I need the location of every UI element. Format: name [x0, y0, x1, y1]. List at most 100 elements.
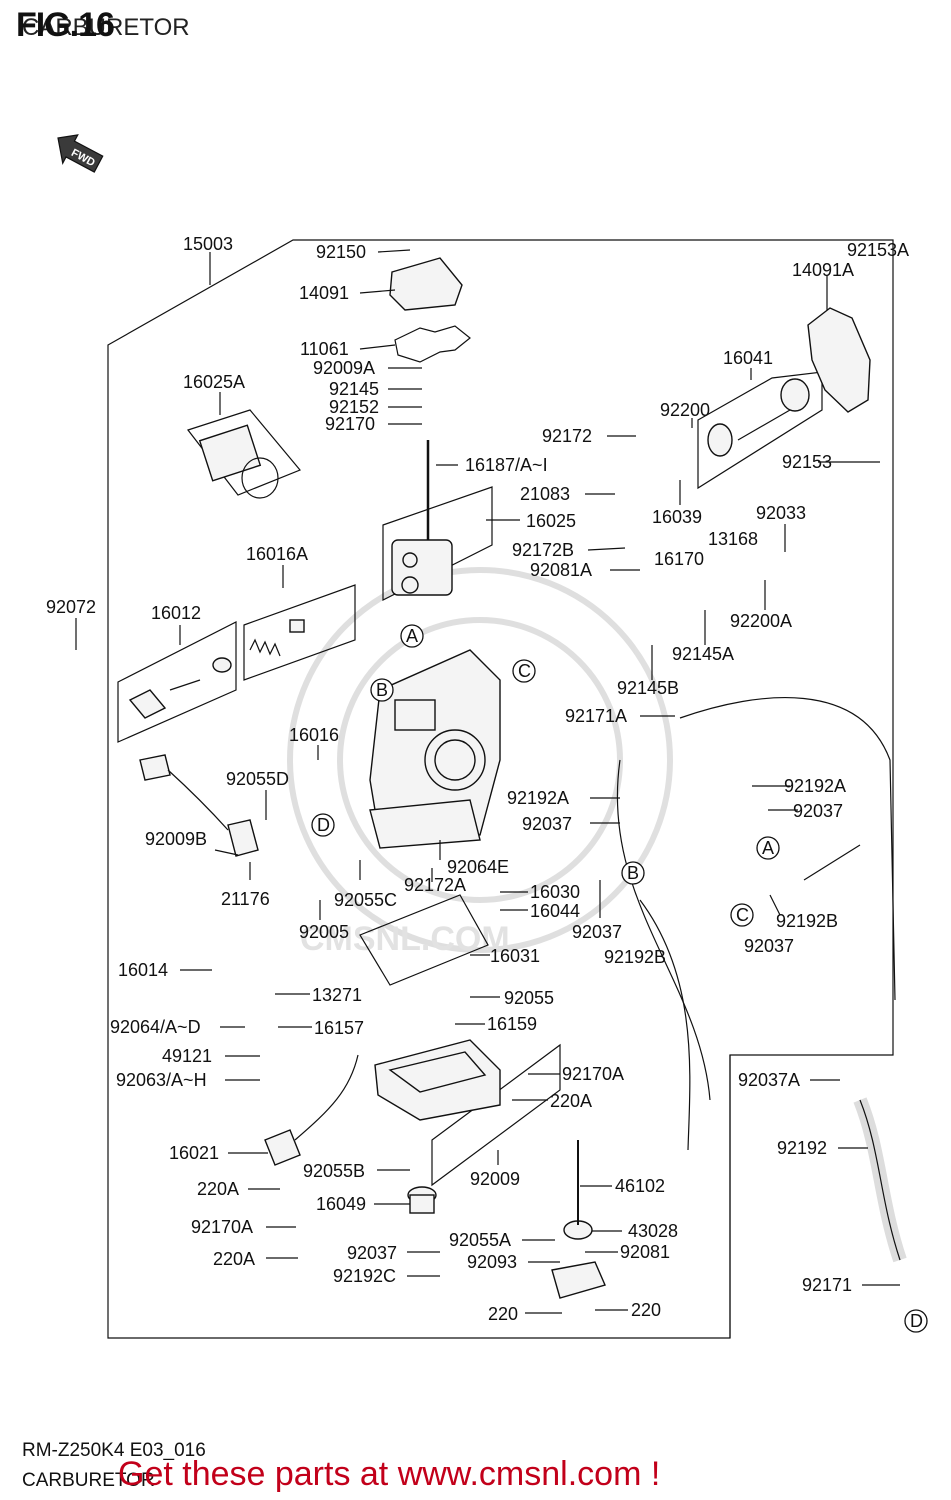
part-callout: 92064/A~D	[110, 1017, 201, 1037]
float-bowl	[374, 1039, 501, 1121]
part-callout: 16187/A~I	[465, 455, 548, 475]
ref-mark: A	[756, 836, 780, 860]
part-callout: 92037	[347, 1243, 397, 1263]
part-callout: 15003	[183, 234, 233, 254]
part-callout: 92152	[329, 397, 379, 417]
throttle-valve	[391, 539, 453, 596]
part-callout: 16049	[316, 1194, 366, 1214]
part-callout: 92192	[777, 1138, 827, 1158]
part-callout: 92172	[542, 426, 592, 446]
inset-16016A	[243, 584, 356, 681]
part-callout: 220	[631, 1300, 661, 1320]
inset-16012	[117, 621, 237, 743]
part-callout: 92145B	[617, 678, 679, 698]
part-callout: 92081A	[530, 560, 592, 580]
part-callout: 16159	[487, 1014, 537, 1034]
watermark: CMSNL.COM	[287, 567, 673, 958]
part-callout: 220A	[550, 1091, 592, 1111]
ref-mark: A	[400, 624, 424, 648]
part-callout: 92037	[522, 814, 572, 834]
part-callout: 14091	[299, 283, 349, 303]
fwd-arrow: FWD	[57, 134, 104, 173]
part-callout: 92063/A~H	[116, 1070, 207, 1090]
part-callout: 92005	[299, 922, 349, 942]
part-callout: 16039	[652, 507, 702, 527]
part-callout: 92033	[756, 503, 806, 523]
tps-sensor-21176	[139, 754, 259, 857]
part-callout: 92064E	[447, 857, 509, 877]
part-callout: 92170A	[562, 1064, 624, 1084]
part-callout: 92192A	[784, 776, 846, 796]
part-callout: 92009	[470, 1169, 520, 1189]
air-screw-cover-16025A	[198, 424, 279, 499]
part-callout: 16041	[723, 348, 773, 368]
drain-plug-16049	[407, 1186, 437, 1214]
figure-number: FIG.16	[16, 6, 115, 44]
part-callout: 92037	[793, 801, 843, 821]
ref-letter: A	[406, 626, 418, 646]
part-callout: 92192B	[604, 947, 666, 967]
part-callout: 92172B	[512, 540, 574, 560]
fuel-hose	[616, 696, 896, 1151]
part-callout: 92170	[325, 414, 375, 434]
ref-mark: C	[730, 903, 754, 927]
part-callout: 92200	[660, 400, 710, 420]
part-callout: 16157	[314, 1018, 364, 1038]
part-callout: 16021	[169, 1143, 219, 1163]
part-callout: 16170	[654, 549, 704, 569]
part-callout: 92009B	[145, 829, 207, 849]
part-callout: 49121	[162, 1046, 212, 1066]
figure-title: CARBURETOR	[22, 14, 190, 41]
part-callout: 16025A	[183, 372, 245, 392]
promo-link[interactable]: Get these parts at www.cmsnl.com !	[118, 1455, 661, 1493]
ref-mark: C	[512, 659, 536, 683]
part-callout: 92171	[802, 1275, 852, 1295]
part-callout: 92055	[504, 988, 554, 1008]
part-callout: 92055C	[334, 890, 397, 910]
footer-model-code: RM-Z250K4 E03_016	[22, 1440, 206, 1461]
part-callout: 92170A	[191, 1217, 253, 1237]
part-callout: 92072	[46, 597, 96, 617]
part-callout: 220A	[197, 1179, 239, 1199]
ref-letter: C	[518, 661, 531, 681]
inset-float-bowl	[431, 1043, 561, 1187]
ref-letter: B	[627, 863, 639, 883]
gasket-11061	[394, 325, 471, 363]
part-callout: 21083	[520, 484, 570, 504]
part-callout: 92150	[316, 242, 366, 262]
part-callout: 92037A	[738, 1070, 800, 1090]
part-callout: 16044	[530, 901, 580, 921]
throttle-shaft-16041	[707, 378, 810, 457]
carburetor-body	[369, 649, 501, 849]
part-callout: 92009A	[313, 358, 375, 378]
part-callout: 21176	[221, 889, 270, 909]
ref-letter: A	[762, 838, 774, 858]
leader-lines	[75, 249, 900, 1314]
part-callout: 46102	[615, 1176, 665, 1196]
part-callout: 92145A	[672, 644, 734, 664]
part-callout: 92153A	[847, 240, 909, 260]
part-callout: 220	[488, 1304, 518, 1324]
spring-16016A	[249, 619, 305, 657]
part-callout: 13168	[708, 529, 758, 549]
hot-start-plunger-16012	[128, 657, 232, 719]
inset-16031	[359, 894, 489, 986]
part-callout: 92093	[467, 1252, 517, 1272]
footer-title: CARBURETOR	[22, 1470, 155, 1491]
part-callout: 220A	[213, 1249, 255, 1269]
part-callout: 43028	[628, 1221, 678, 1241]
part-callout: 92145	[329, 379, 379, 399]
part-callout: 92200A	[730, 611, 792, 631]
ref-mark: B	[370, 678, 394, 702]
part-callout: 14091A	[792, 260, 854, 280]
part-callout: 92192A	[507, 788, 569, 808]
part-callout: 92171A	[565, 706, 627, 726]
watermark-text: CMSNL.COM	[300, 920, 510, 958]
part-callout: 92055B	[303, 1161, 365, 1181]
throttle-sensor-16021	[264, 1054, 359, 1166]
callout-labels: 15003 92150 14091 11061 92009A 92145 921…	[46, 234, 909, 1324]
ref-mark: D	[904, 1309, 928, 1333]
pump-diaphragm-43028	[551, 1220, 606, 1299]
